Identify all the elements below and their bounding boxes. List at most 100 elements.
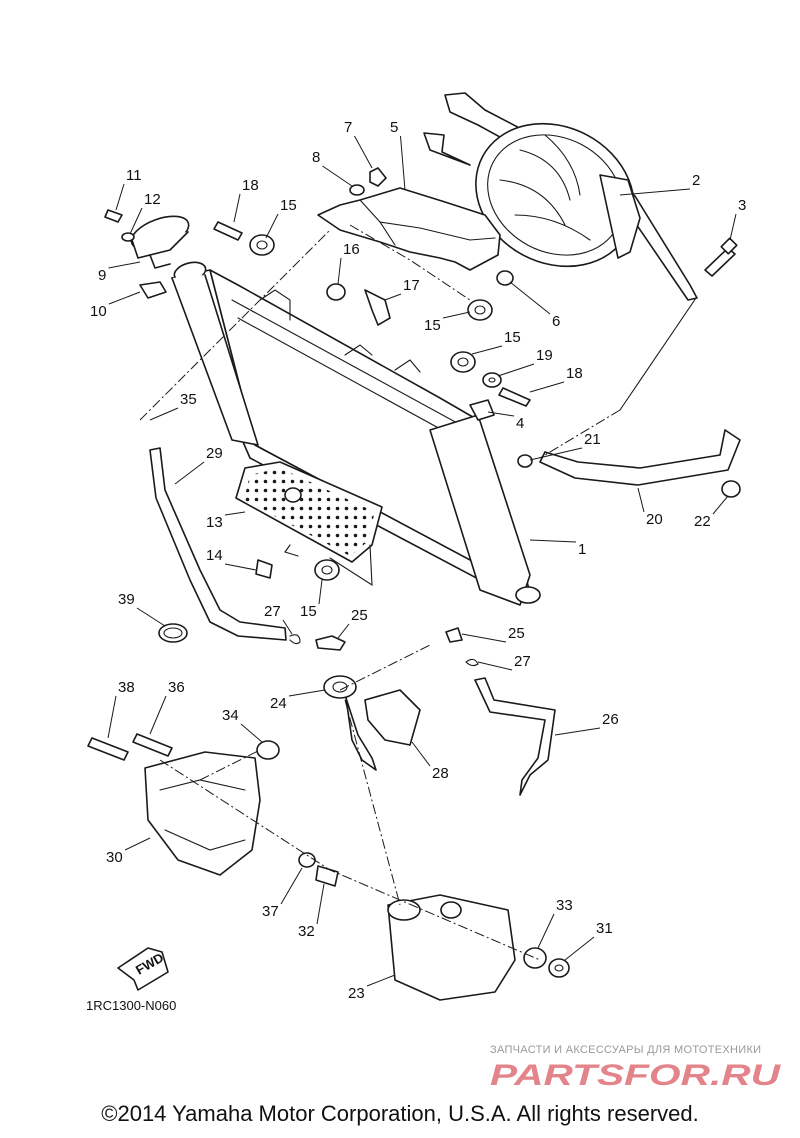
callout-c35: 35 <box>180 391 197 408</box>
leader-line-c33 <box>537 913 555 949</box>
callout-c29: 29 <box>206 445 223 462</box>
watermark-tagline: ЗАПЧАСТИ И АКСЕССУАРЫ ДЛЯ МОТОТЕХНИКИ <box>490 1044 762 1056</box>
callout-c18b: 18 <box>566 365 583 382</box>
washer-19 <box>482 372 502 388</box>
callout-c18a: 18 <box>242 177 259 194</box>
leader-line-c2 <box>619 188 691 196</box>
bolt-36 <box>132 733 173 757</box>
washer-12 <box>121 232 135 242</box>
callout-c39: 39 <box>118 591 135 608</box>
callout-c38: 38 <box>118 679 135 696</box>
collar-32 <box>315 865 339 887</box>
callout-c25b: 25 <box>508 625 525 642</box>
leader-line-c6 <box>509 281 551 315</box>
callout-c15d: 15 <box>300 603 317 620</box>
leader-line-c38 <box>107 695 117 739</box>
callout-c20: 20 <box>646 511 663 528</box>
callout-c10: 10 <box>90 303 107 320</box>
callout-c24: 24 <box>270 695 287 712</box>
leader-line-c13 <box>224 511 246 516</box>
leader-line-c31 <box>564 936 595 961</box>
leader-line-c18a <box>233 193 241 223</box>
leader-line-c14 <box>224 563 257 571</box>
bolt-11 <box>104 209 123 223</box>
assembly-lines <box>139 224 621 961</box>
callout-c19: 19 <box>536 347 553 364</box>
callout-c4: 4 <box>516 415 524 432</box>
leader-line-c18b <box>529 381 565 393</box>
callout-c27b: 27 <box>514 653 531 670</box>
callout-c15a: 15 <box>280 197 297 214</box>
leader-line-c35 <box>149 407 179 421</box>
leader-line-c36 <box>149 695 167 735</box>
callout-c2: 2 <box>692 172 700 189</box>
leader-line-c15a <box>265 213 279 239</box>
hose-26 <box>474 677 556 796</box>
leader-line-c37 <box>280 867 303 905</box>
grommet-15-b <box>467 299 493 321</box>
leader-line-c19 <box>497 363 535 377</box>
radiator-guard <box>235 461 383 563</box>
leader-line-c5 <box>400 135 406 191</box>
copyright-notice: ©2014 Yamaha Motor Corporation, U.S.A. A… <box>101 1101 699 1126</box>
callout-c17: 17 <box>403 277 420 294</box>
radiator-shroud <box>317 187 501 271</box>
callout-c31: 31 <box>596 920 613 937</box>
leader-line-c11 <box>115 183 125 211</box>
callout-c3: 3 <box>738 197 746 214</box>
callout-c1: 1 <box>578 541 586 558</box>
callout-c37: 37 <box>262 903 279 920</box>
leader-line-c3 <box>729 213 737 241</box>
leader-line-c24 <box>288 689 326 697</box>
fan-assembly <box>423 92 698 411</box>
leader-line-c17 <box>384 293 402 301</box>
callout-c26: 26 <box>602 711 619 728</box>
callout-c13: 13 <box>206 514 223 531</box>
leader-line-c34 <box>240 723 263 743</box>
collar-31 <box>548 958 570 978</box>
callout-c34: 34 <box>222 707 239 724</box>
leader-line-c26 <box>554 727 601 736</box>
callout-c22: 22 <box>694 513 711 530</box>
callout-c21: 21 <box>584 431 601 448</box>
leader-line-c27a <box>282 619 293 635</box>
fitting-25-a <box>315 635 346 651</box>
washer-8 <box>349 184 365 196</box>
clamp-39 <box>158 623 188 643</box>
leader-line-c12 <box>129 207 143 235</box>
grommet-15-a <box>249 234 275 256</box>
leader-line-c4 <box>487 411 515 417</box>
leader-line-c21 <box>529 447 583 461</box>
leader-line-c15c <box>471 345 503 355</box>
bolt-7 <box>369 167 387 187</box>
fwd-arrow-icon: FWD <box>117 947 169 991</box>
leader-line-c8 <box>322 165 353 187</box>
reservoir-tank-23 <box>387 894 516 1001</box>
callout-c8: 8 <box>312 149 320 166</box>
watermark-logo-text: PARTSFOR.RU <box>490 1059 782 1090</box>
watermark-logo: PARTSFOR.RU <box>490 1059 782 1090</box>
radiator-core <box>171 261 541 606</box>
joint-24 <box>323 675 377 771</box>
hose-20 <box>539 429 741 486</box>
grommet-15-c <box>450 351 476 373</box>
callout-c14: 14 <box>206 547 223 564</box>
radiator-cap <box>130 215 190 269</box>
callout-c12: 12 <box>144 191 161 208</box>
cover-28 <box>364 689 421 746</box>
clamp-21 <box>517 454 533 468</box>
hose-29 <box>149 447 287 641</box>
callout-c32: 32 <box>298 923 315 940</box>
leader-line-c15d <box>318 579 323 605</box>
callout-c23: 23 <box>348 985 365 1002</box>
leader-line-c39 <box>136 607 166 627</box>
callout-c25a: 25 <box>351 607 368 624</box>
bolt-14 <box>255 559 273 579</box>
leader-line-c16 <box>337 257 342 285</box>
leader-line-c10 <box>108 291 141 305</box>
leader-line-c23 <box>366 974 396 987</box>
callout-c9: 9 <box>98 267 106 284</box>
bolt-3 <box>704 237 738 277</box>
callout-c27a: 27 <box>264 603 281 620</box>
